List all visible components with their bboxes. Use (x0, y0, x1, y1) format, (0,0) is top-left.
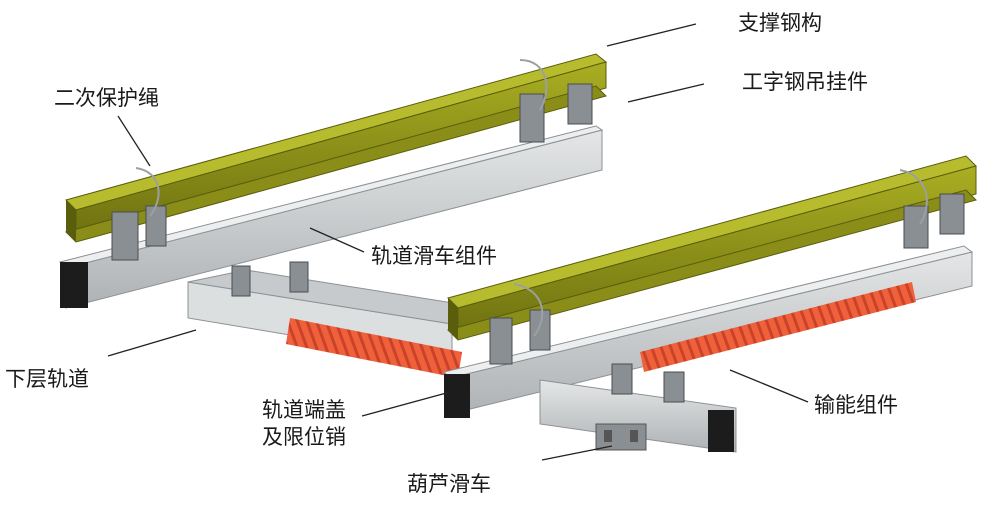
lower-coil-left (286, 318, 462, 378)
label-end-cap-line1: 轨道端盖 (262, 398, 346, 422)
label-hoist-trolley: 葫芦滑车 (407, 472, 491, 496)
left-upper-rail (59, 125, 604, 309)
hanger-hardware (111, 83, 965, 403)
leader-lines (107, 23, 809, 461)
rail-end-cap-right (444, 374, 470, 418)
label-support-steel: 支撑钢构 (738, 11, 822, 35)
label-end-cap: 轨道端盖 及限位销 (262, 397, 346, 451)
label-i-beam-hanger: 工字钢吊挂件 (742, 70, 868, 94)
label-track-trolley: 轨道滑车组件 (371, 244, 497, 268)
label-power-assembly: 输能组件 (814, 393, 898, 417)
right-upper-rail (443, 245, 974, 418)
power-coil-right (640, 282, 916, 372)
rail-end-cap (60, 262, 88, 308)
label-end-cap-line2: 及限位销 (262, 425, 346, 449)
left-i-beam (65, 53, 608, 243)
label-lower-track: 下层轨道 (5, 367, 89, 391)
label-secondary-rope: 二次保护绳 (54, 86, 159, 110)
secondary-safety-ropes (135, 59, 928, 337)
hoist-trolley (595, 423, 647, 451)
right-i-beam (447, 155, 977, 341)
